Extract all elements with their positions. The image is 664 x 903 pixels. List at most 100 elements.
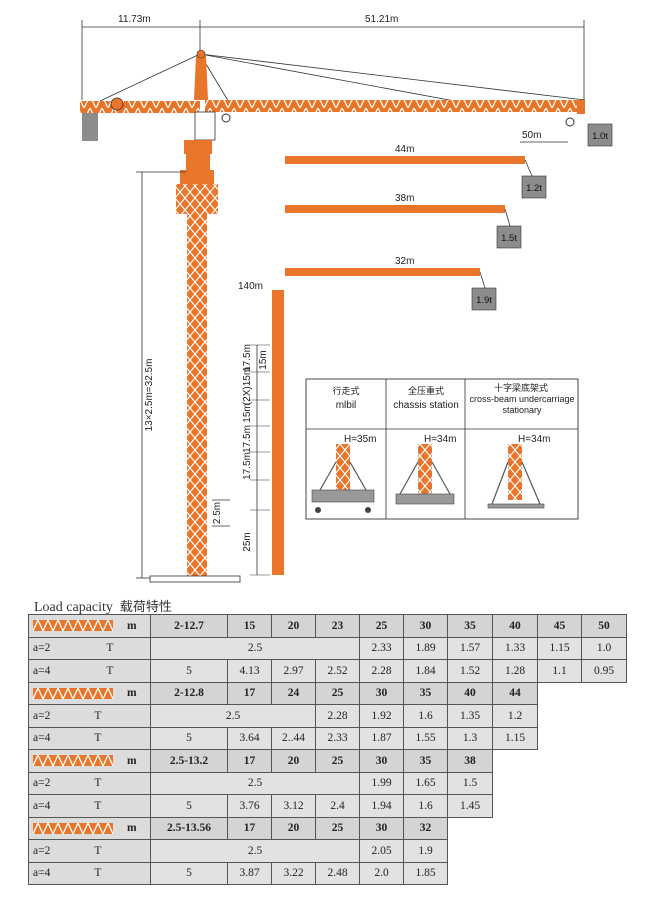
base-crossbeam-en: cross-beam undercarriage stationary	[469, 394, 575, 415]
tower-height-label: 13×2.5m=32.5m	[144, 359, 155, 432]
capacity-cell: 3.64	[227, 726, 272, 750]
capacity-cell: 0.95	[581, 659, 627, 683]
jib-variant-50: 50m 1.0t	[520, 123, 613, 147]
svg-text:17.5m: 17.5m	[242, 344, 253, 372]
empty-cell	[581, 862, 627, 885]
capacity-cell: 1.89	[403, 636, 448, 660]
capacity-cell: 5	[150, 726, 228, 750]
capacity-cell: 1.52	[447, 659, 493, 683]
jib-type-cell: m	[28, 614, 151, 638]
tower-crane-diagram: 11.73m 51.21m	[80, 14, 613, 583]
capacity-cell: 1.0	[581, 636, 627, 660]
tie-lines	[99, 53, 586, 105]
empty-cell	[537, 704, 582, 727]
empty-cell	[447, 817, 493, 840]
capacity-cell: 1.35	[447, 704, 493, 728]
reeving-label: a=4	[33, 732, 51, 745]
capacity-cell: 1.92	[359, 704, 404, 728]
capacity-cell: 1.84	[403, 659, 448, 683]
base-crossbeam-cn: 十字梁底架式	[494, 382, 548, 394]
empty-cell	[537, 862, 582, 885]
empty-cell	[447, 862, 493, 885]
mini-crane-chassis	[395, 444, 455, 505]
empty-cell	[581, 794, 627, 817]
base-chassis-en: chassis station	[393, 400, 459, 411]
capacity-cell: 2.33	[359, 636, 404, 660]
mini-crane-mobile	[311, 444, 375, 513]
jib-variant-38: 38m 1.5t	[285, 193, 522, 249]
tower-base	[149, 575, 241, 583]
capacity-cell: 1.15	[492, 726, 538, 750]
radius-cell: 45	[537, 614, 582, 638]
capacity-cell: 2..44	[271, 726, 316, 750]
empty-cell	[537, 727, 582, 750]
jib-variant-load: 1.5t	[501, 233, 517, 244]
capacity-cell: 1.87	[359, 726, 404, 750]
capacity-cell: 2.97	[271, 659, 316, 683]
unit-t-label: T	[94, 844, 102, 857]
unit-t-label: T	[94, 777, 102, 790]
mini-crane-crossbeam	[487, 444, 545, 509]
reeving-label: a=4	[33, 799, 51, 812]
svg-text:17.5m: 17.5m	[242, 452, 253, 480]
height-segments: 17.5m (2X)15m 15m 15m 17.5m 17.5m 25m	[242, 344, 269, 552]
radius-cell: 2.5-13.56	[150, 816, 228, 840]
capacity-cell: 1.3	[447, 726, 493, 750]
capacity-cell: 1.57	[447, 636, 493, 660]
capacity-cell: 3.76	[227, 794, 272, 818]
tip-hook-icon	[565, 117, 575, 127]
top-dimension-lines	[81, 20, 585, 105]
radius-cell: 40	[492, 614, 538, 638]
radius-cell: 30	[359, 749, 404, 773]
section-dimension	[212, 499, 230, 527]
empty-cell	[581, 682, 627, 705]
empty-cell	[537, 749, 582, 772]
jib-variant-length: 38m	[395, 193, 414, 204]
unit-m-label: m	[127, 754, 137, 767]
capacity-cell: 2.4	[315, 794, 360, 818]
empty-cell	[492, 817, 538, 840]
radius-cell: 24	[271, 681, 316, 705]
jib-type-cell: m	[28, 681, 151, 705]
jib-variant-44: 44m 1.2t	[285, 144, 547, 199]
radius-cell: 32	[403, 816, 448, 840]
jib-variant-32: 32m 1.9t	[285, 256, 497, 311]
tower-mast	[149, 214, 241, 583]
radius-cell: 2.5-13.2	[150, 749, 228, 773]
empty-cell	[581, 749, 627, 772]
capacity-cell: 2.28	[359, 659, 404, 683]
jib-symbol-icon	[33, 620, 113, 632]
capacity-cell: 2.05	[359, 839, 404, 863]
empty-cell	[537, 839, 582, 862]
empty-cell	[492, 794, 538, 817]
radius-cell: 35	[403, 681, 448, 705]
jib-symbol-icon	[33, 822, 113, 834]
unit-m-label: m	[127, 822, 137, 835]
jib-variant-load: 1.0t	[592, 131, 608, 142]
unit-m-label: m	[127, 619, 137, 632]
base-chassis-height: H=34m	[424, 434, 457, 445]
radius-cell: 25	[315, 749, 360, 773]
section-label: 2.5m	[212, 502, 223, 524]
radius-cell: 20	[271, 749, 316, 773]
base-mobile-height: H=35m	[344, 434, 377, 445]
capacity-cell: 3.87	[227, 861, 272, 885]
jib-type-cell: m	[28, 816, 151, 840]
merged-capacity-cell: 2.5	[150, 636, 360, 660]
jib-variant-load: 1.2t	[526, 183, 542, 194]
empty-cell	[537, 794, 582, 817]
radius-cell: 20	[271, 816, 316, 840]
empty-cell	[447, 839, 493, 862]
empty-cell	[537, 682, 582, 705]
capacity-cell: 1.9	[403, 839, 448, 863]
